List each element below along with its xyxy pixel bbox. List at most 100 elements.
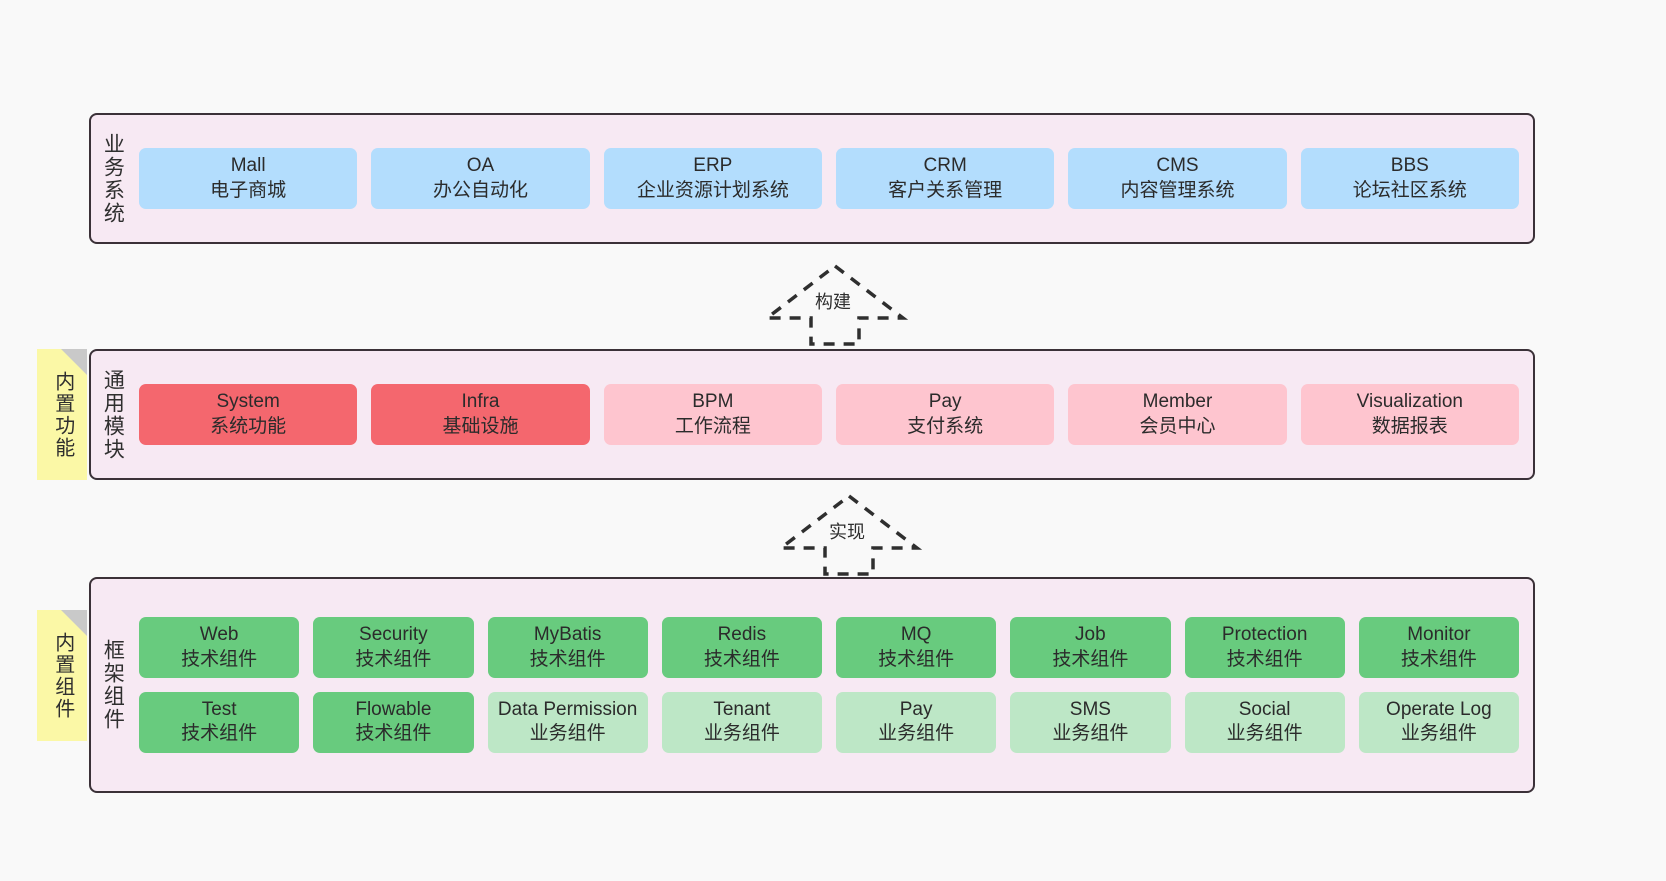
node-subtitle: 工作流程 (674, 415, 751, 437)
node-oa[interactable]: OA 办公自动化 (371, 148, 590, 209)
node-subtitle: 内容管理系统 (1120, 179, 1235, 201)
node-row: Web 技术组件 Security 技术组件 MyBatis 技术组件 Redi… (139, 617, 1519, 678)
node-data-permission[interactable]: Data Permission 业务组件 (487, 692, 648, 753)
node-mybatis[interactable]: MyBatis 技术组件 (487, 617, 648, 678)
sticky-note-builtin-components: 内置组件 (37, 610, 87, 741)
node-subtitle: 会员中心 (1139, 415, 1216, 437)
node-subtitle: 数据报表 (1371, 415, 1448, 437)
node-monitor[interactable]: Monitor 技术组件 (1358, 617, 1519, 678)
node-social[interactable]: Social 业务组件 (1184, 692, 1345, 753)
layer-title-business-systems: 业务系统 (101, 132, 125, 225)
node-system[interactable]: System 系统功能 (139, 384, 358, 445)
node-visualization[interactable]: Visualization 数据报表 (1300, 384, 1519, 445)
node-title: Pay (928, 391, 962, 413)
node-subtitle: 客户关系管理 (888, 179, 1003, 201)
node-subtitle: 业务组件 (703, 723, 780, 745)
node-cms[interactable]: CMS 内容管理系统 (1068, 148, 1287, 209)
node-subtitle: 业务组件 (529, 723, 606, 745)
node-title: MyBatis (533, 624, 602, 646)
node-title: ERP (693, 155, 733, 177)
node-erp[interactable]: ERP 企业资源计划系统 (603, 148, 822, 209)
node-title: MQ (900, 624, 932, 646)
node-title: Operate Log (1386, 699, 1492, 720)
node-tenant[interactable]: Tenant 业务组件 (661, 692, 822, 753)
note-fold-corner (61, 610, 87, 636)
sticky-note-label: 内置功能 (51, 370, 74, 459)
connector-implement-label: 实现 (826, 518, 868, 544)
node-subtitle: 业务组件 (1400, 723, 1477, 745)
node-title: SMS (1069, 699, 1111, 720)
node-subtitle: 电子商城 (210, 179, 287, 201)
node-web[interactable]: Web 技术组件 (139, 617, 300, 678)
node-subtitle: 技术组件 (703, 648, 780, 670)
node-subtitle: 业务组件 (878, 723, 955, 745)
node-title: BBS (1390, 155, 1429, 177)
node-bpm[interactable]: BPM 工作流程 (603, 384, 822, 445)
node-title: Monitor (1407, 624, 1471, 646)
node-member[interactable]: Member 会员中心 (1068, 384, 1287, 445)
node-row: Mall 电子商城 OA 办公自动化 ERP 企业资源计划系统 CRM 客户关系… (139, 148, 1519, 209)
node-title: Social (1238, 699, 1291, 720)
node-crm[interactable]: CRM 客户关系管理 (835, 148, 1055, 209)
node-title: Web (199, 624, 239, 646)
node-subtitle: 技术组件 (1226, 648, 1303, 670)
node-security[interactable]: Security 技术组件 (313, 617, 474, 678)
node-subtitle: 技术组件 (181, 648, 258, 670)
node-operate-log[interactable]: Operate Log 业务组件 (1358, 692, 1519, 753)
node-title: Mall (230, 155, 266, 177)
node-title: OA (466, 155, 495, 177)
node-title: Security (359, 624, 428, 646)
node-title: Tenant (713, 699, 771, 720)
node-redis[interactable]: Redis 技术组件 (661, 617, 822, 678)
layer-business-systems: 业务系统 Mall 电子商城 OA 办公自动化 ERP 企业资源计划系统 CRM… (89, 113, 1535, 244)
node-subtitle: 论坛社区系统 (1352, 179, 1467, 201)
node-subtitle: 支付系统 (907, 415, 984, 437)
node-bbs[interactable]: BBS 论坛社区系统 (1300, 148, 1519, 209)
node-subtitle: 系统功能 (210, 415, 287, 437)
node-subtitle: 业务组件 (1052, 723, 1129, 745)
node-mall[interactable]: Mall 电子商城 (139, 148, 358, 209)
node-protection[interactable]: Protection 技术组件 (1184, 617, 1345, 678)
layer-title-framework-components: 框架组件 (101, 639, 125, 731)
node-title: Test (201, 699, 237, 720)
node-pay-component[interactable]: Pay 业务组件 (836, 692, 997, 753)
node-title: Pay (899, 699, 933, 720)
node-subtitle: 技术组件 (529, 648, 606, 670)
node-title: Protection (1221, 624, 1308, 646)
node-title: CRM (923, 155, 967, 177)
node-title: System (216, 391, 280, 413)
layer-body-framework-components: Web 技术组件 Security 技术组件 MyBatis 技术组件 Redi… (133, 579, 1533, 791)
node-title: Data Permission (497, 699, 638, 720)
layer-body-common-modules: System 系统功能 Infra 基础设施 BPM 工作流程 Pay 支付系统… (133, 351, 1533, 478)
node-subtitle: 技术组件 (181, 723, 258, 745)
node-mq[interactable]: MQ 技术组件 (836, 617, 997, 678)
node-title: CMS (1156, 155, 1199, 177)
node-pay-module[interactable]: Pay 支付系统 (835, 384, 1055, 445)
node-flowable[interactable]: Flowable 技术组件 (313, 692, 474, 753)
node-subtitle: 基础设施 (442, 415, 519, 437)
node-row: Test 技术组件 Flowable 技术组件 Data Permission … (139, 692, 1519, 753)
node-sms[interactable]: SMS 业务组件 (1010, 692, 1171, 753)
node-title: Visualization (1356, 391, 1463, 413)
node-subtitle: 办公自动化 (432, 179, 528, 201)
node-subtitle: 技术组件 (355, 723, 432, 745)
node-infra[interactable]: Infra 基础设施 (371, 384, 590, 445)
node-subtitle: 技术组件 (1400, 648, 1477, 670)
note-fold-corner (61, 349, 87, 375)
layer-framework-components: 框架组件 Web 技术组件 Security 技术组件 MyBatis 技术组件… (89, 577, 1535, 793)
connector-build-label: 构建 (812, 288, 854, 314)
node-subtitle: 企业资源计划系统 (636, 179, 789, 201)
node-subtitle: 技术组件 (878, 648, 955, 670)
node-test[interactable]: Test 技术组件 (139, 692, 300, 753)
node-title: Job (1075, 624, 1106, 646)
node-title: Redis (717, 624, 767, 646)
node-title: Infra (461, 391, 500, 413)
node-subtitle: 技术组件 (355, 648, 432, 670)
node-subtitle: 技术组件 (1052, 648, 1129, 670)
node-subtitle: 业务组件 (1226, 723, 1303, 745)
sticky-note-builtin-features: 内置功能 (37, 349, 87, 480)
node-title: BPM (692, 391, 734, 413)
node-job[interactable]: Job 技术组件 (1010, 617, 1171, 678)
node-title: Member (1142, 391, 1213, 413)
